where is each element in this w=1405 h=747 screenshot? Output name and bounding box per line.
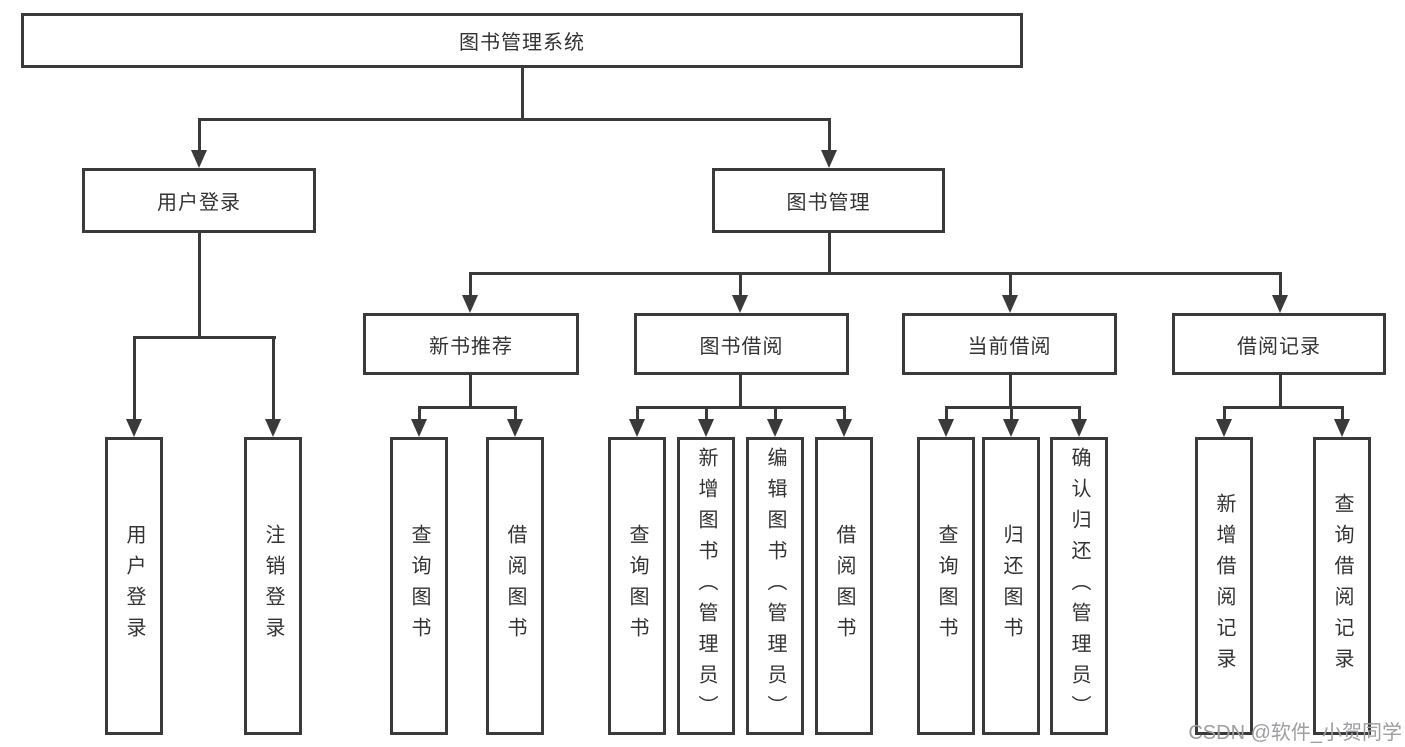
leaf-query-borrow-record: 查询借阅记录 [1313,437,1371,735]
arrowhead-icon [191,150,207,168]
node-user-login: 用户登录 [82,168,316,233]
leaf-label: 查询图书 [626,524,648,648]
arrowhead-icon [507,419,523,437]
leaf-label: 借阅图书 [504,524,526,648]
leaf-label: 查询借阅记录 [1331,493,1353,679]
leaf-label: 查询图书 [408,524,430,648]
connector-line [739,272,742,297]
arrowhead-icon [1334,419,1350,437]
arrowhead-icon [836,419,852,437]
connector-line [418,406,517,409]
node-new-book-recommendation: 新书推荐 [363,313,579,375]
connector-line [1279,374,1282,408]
node-label: 图书借阅 [699,335,784,358]
arrowhead-icon [767,419,783,437]
connector-line [272,336,275,421]
connector-line [469,272,472,297]
leaf-return-book: 归还图书 [982,437,1040,735]
connector-line [705,406,708,421]
connector-line [521,66,524,120]
connector-line [198,118,831,121]
leaf-label: 借阅图书 [833,524,855,648]
connector-line [945,406,1081,409]
connector-line [133,336,136,421]
node-current-borrowing: 当前借阅 [902,313,1117,375]
leaf-label: 新增图书（管理员） [695,446,717,726]
node-book-management: 图书管理 [712,168,945,233]
arrowhead-icon [462,295,478,313]
connector-line [1223,406,1226,421]
node-book-borrowing: 图书借阅 [634,313,849,375]
connector-line [636,406,639,421]
connector-line [198,118,201,152]
connector-line [843,406,846,421]
connector-line [514,406,517,421]
connector-line [1009,374,1012,408]
connector-line [418,406,421,421]
connector-line [469,272,1282,275]
connector-line [774,406,777,421]
leaf-user-login: 用户登录 [105,437,163,735]
arrowhead-icon [821,150,837,168]
leaf-query-books-recommend: 查询图书 [390,437,448,735]
leaf-edit-book-admin: 编辑图书（管理员） [746,437,804,735]
connector-line [1341,406,1344,421]
leaf-borrow-books-recommend: 借阅图书 [486,437,544,735]
connector-line [198,231,201,338]
connector-line [945,406,948,421]
leaf-query-books-borrowing: 查询图书 [608,437,666,735]
leaf-add-book-admin: 新增图书（管理员） [677,437,735,735]
arrowhead-icon [126,419,142,437]
node-label: 图书管理 [786,192,871,214]
arrowhead-icon [698,419,714,437]
arrowhead-icon [411,419,427,437]
leaf-label: 归还图书 [1000,524,1022,648]
leaf-label: 确认归还（管理员） [1068,446,1090,726]
connector-line [1009,272,1012,297]
arrowhead-icon [1003,419,1019,437]
leaf-label: 用户登录 [123,524,145,648]
leaf-label: 注销登录 [262,524,284,648]
node-borrowing-records: 借阅记录 [1172,313,1386,375]
leaf-logout: 注销登录 [244,437,302,735]
leaf-add-borrow-record: 新增借阅记录 [1195,437,1253,735]
connector-line [1010,406,1013,421]
node-library-management-system: 图书管理系统 [21,13,1023,68]
node-label: 当前借阅 [967,335,1052,358]
connector-line [133,336,276,339]
connector-line [828,231,831,275]
arrowhead-icon [732,295,748,313]
leaf-query-books-current: 查询图书 [917,437,975,735]
node-label: 借阅记录 [1237,335,1321,358]
leaf-confirm-return-admin: 确认归还（管理员） [1050,437,1108,735]
connector-line [1279,272,1282,297]
connector-line [828,118,831,152]
leaf-label: 编辑图书（管理员） [764,446,786,726]
arrowhead-icon [1002,295,1018,313]
connector-line [1078,406,1081,421]
node-label: 用户登录 [157,192,241,214]
arrowhead-icon [938,419,954,437]
connector-line [636,406,846,409]
node-label: 图书管理系统 [459,32,585,54]
arrowhead-icon [629,419,645,437]
leaf-label: 查询图书 [935,524,957,648]
arrowhead-icon [1272,295,1288,313]
csdn-watermark: CSDN @软件_小贺同学 [1188,722,1402,744]
leaf-label: 新增借阅记录 [1213,493,1235,679]
arrowhead-icon [265,419,281,437]
arrowhead-icon [1071,419,1087,437]
arrowhead-icon [1216,419,1232,437]
node-label: 新书推荐 [429,335,513,358]
leaf-borrow-books: 借阅图书 [815,437,873,735]
connector-line [1223,406,1344,409]
connector-line [739,374,742,408]
connector-line [469,374,472,408]
